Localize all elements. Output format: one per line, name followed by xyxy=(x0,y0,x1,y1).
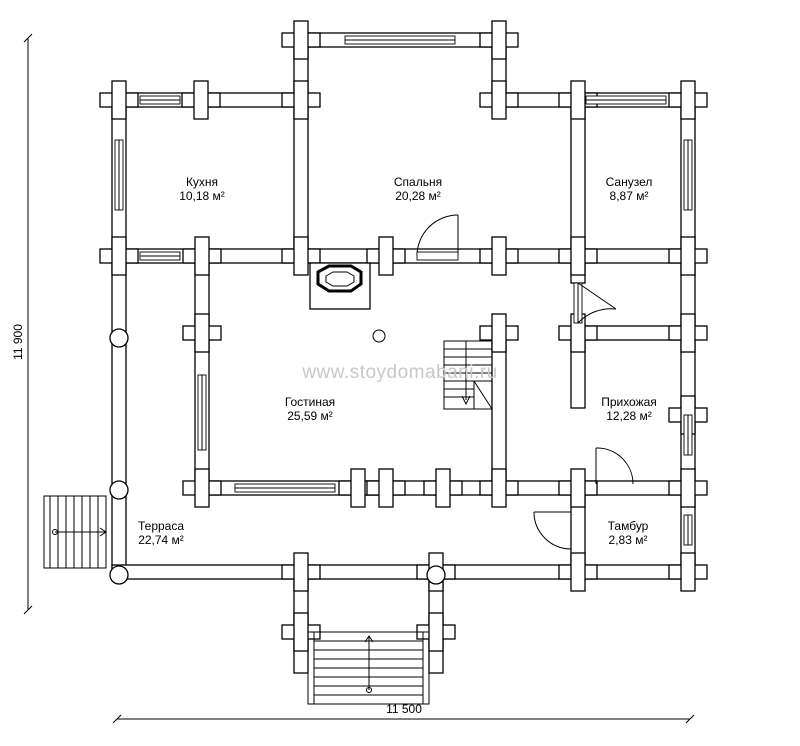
room-bathroom-area: 8,87 м² xyxy=(610,189,649,203)
stove xyxy=(309,262,371,310)
column-circle xyxy=(372,329,386,343)
terrace-side-stairs xyxy=(43,495,107,569)
front-stairs xyxy=(307,631,430,705)
dimension-lines xyxy=(23,33,695,724)
room-kitchen-name: Кухня xyxy=(186,175,218,189)
room-living-name: Гостиная xyxy=(285,395,335,409)
room-hallway-name: Прихожая xyxy=(601,395,657,409)
terrace-posts xyxy=(109,328,446,585)
watermark: www.stoydomabani.ru xyxy=(301,362,497,383)
room-vestibule-name: Тамбур xyxy=(608,519,649,533)
doors xyxy=(416,214,634,550)
room-bedroom-area: 20,28 м² xyxy=(395,189,441,203)
room-bathroom-name: Санузел xyxy=(606,175,653,189)
room-living-area: 25,59 м² xyxy=(287,409,333,423)
walls xyxy=(111,32,696,674)
interior-stairs xyxy=(443,340,493,410)
room-terrace-area: 22,74 м² xyxy=(138,533,184,547)
windows xyxy=(114,35,693,546)
room-hallway-area: 12,28 м² xyxy=(606,409,652,423)
width-dimension-label: 11 500 xyxy=(386,702,422,716)
room-bedroom-name: Спальня xyxy=(394,175,442,189)
room-kitchen-area: 10,18 м² xyxy=(179,189,225,203)
room-vestibule-area: 2,83 м² xyxy=(609,533,648,547)
height-dimension-label: 11 900 xyxy=(11,324,25,360)
room-labels: Кухня 10,18 м² Спальня 20,28 м² Санузел … xyxy=(138,175,657,547)
room-terrace-name: Терраса xyxy=(138,519,184,533)
log-junctions xyxy=(99,20,708,652)
